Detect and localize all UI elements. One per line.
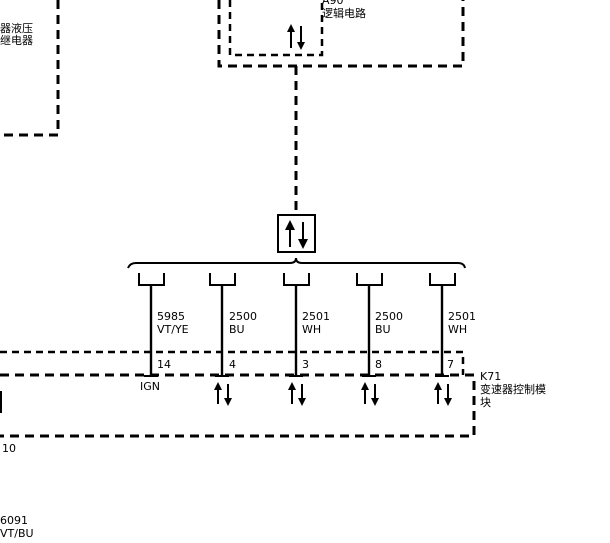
pin-5: 7	[447, 358, 454, 371]
wire-labels: 5985 VT/YE 2500 BU 2501 WH 2500 BU 2501 …	[157, 310, 476, 336]
left-edge-color: VT/BU	[0, 527, 34, 540]
wire-2-circuit: 2500	[229, 310, 257, 323]
pin-numbers: 14 4 3 8 7	[157, 358, 454, 371]
top-left-module: 器液压 继电器	[0, 0, 60, 137]
top-module-id: A90	[322, 0, 344, 7]
connector-cups	[138, 273, 456, 286]
wire-2-color: BU	[229, 323, 245, 336]
wire-5-circuit: 2501	[448, 310, 476, 323]
bottom-module-k71: K71 变速器控制模 块	[0, 350, 546, 438]
wire-1-color: VT/YE	[157, 323, 189, 336]
wire-4-color: BU	[375, 323, 391, 336]
ign-label: IGN	[140, 380, 160, 393]
bottom-module-name-2: 块	[480, 396, 491, 409]
wire-5-color: WH	[448, 323, 467, 336]
top-left-module-label-2: 继电器	[0, 34, 33, 47]
left-edge-wire: 10 6091 VT/BU	[0, 391, 34, 540]
wires	[149, 285, 444, 375]
bidirectional-arrow-icon	[287, 24, 305, 50]
wire-4-circuit: 2500	[375, 310, 403, 323]
bidirectional-arrow-icon	[285, 220, 308, 249]
top-module-name: 逻辑电路	[322, 6, 366, 20]
pin-3: 3	[302, 358, 309, 371]
wire-3-circuit: 2501	[302, 310, 330, 323]
wire-3-color: WH	[302, 323, 321, 336]
bidirectional-arrow-icon	[434, 382, 452, 406]
bidirectional-arrow-icon	[288, 382, 306, 406]
pin-1: 14	[157, 358, 171, 371]
top-left-module-label-1: 器液压	[0, 21, 33, 35]
serial-data-symbol	[277, 214, 316, 253]
bottom-module-name-1: 变速器控制模	[480, 382, 546, 396]
bottom-module-id: K71	[480, 370, 501, 383]
pin-4: 8	[375, 358, 382, 371]
pin-2: 4	[229, 358, 236, 371]
top-module-a90: A90 逻辑电路	[217, 0, 465, 68]
bidirectional-arrow-icon	[361, 382, 379, 406]
bidirectional-arrow-icon	[214, 382, 232, 406]
bus-brace	[127, 257, 466, 269]
left-edge-circuit: 6091	[0, 514, 28, 527]
wire-1-circuit: 5985	[157, 310, 185, 323]
left-edge-pin: 10	[2, 442, 16, 455]
